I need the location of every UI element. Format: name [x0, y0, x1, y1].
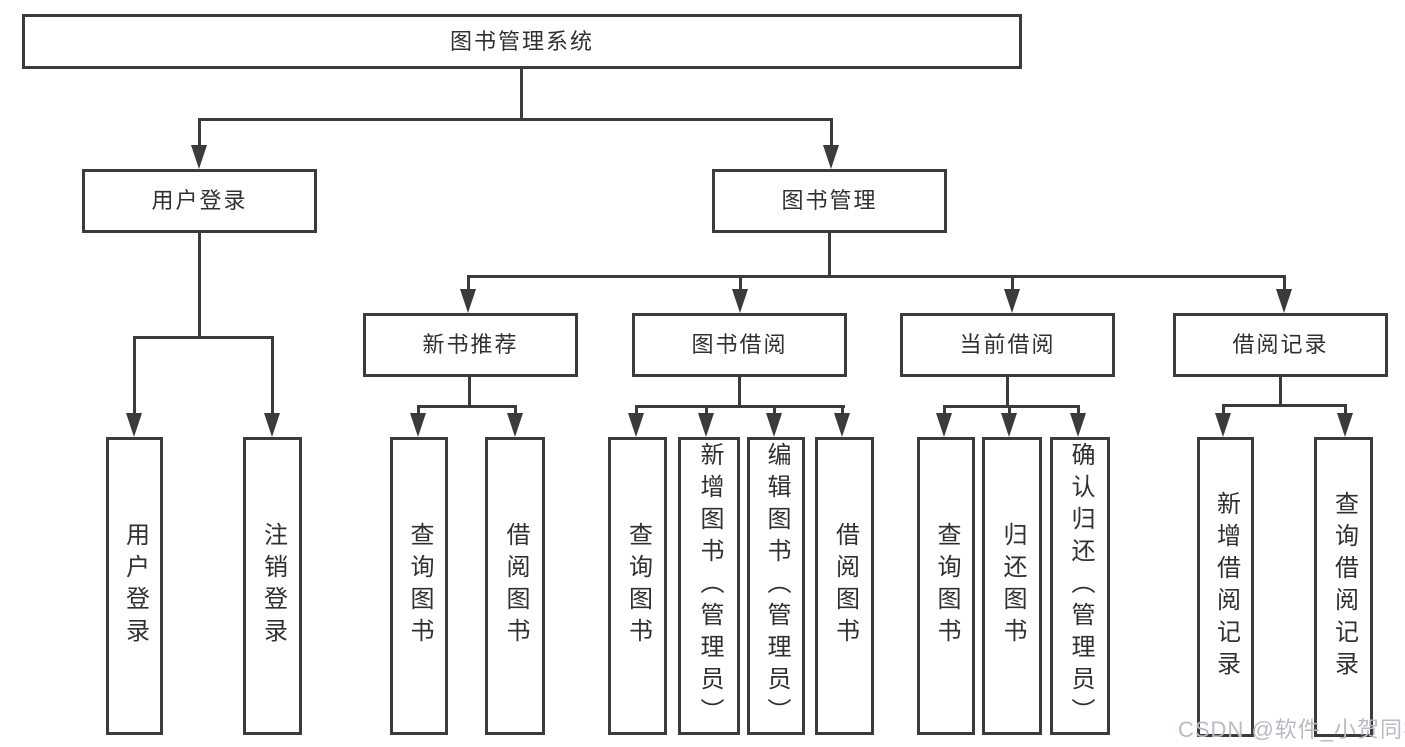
- arrowhead-down: [628, 413, 644, 437]
- connector-line: [635, 405, 638, 417]
- connector-line: [943, 405, 1080, 408]
- arrowhead-down: [732, 289, 748, 313]
- arrowhead-down: [936, 413, 952, 437]
- arrowhead-down: [410, 413, 426, 437]
- leaf-query-books-recommend: 查询图书: [390, 437, 448, 735]
- leaf-query-borrow-record: 查询借阅记录: [1314, 437, 1373, 737]
- leaf-borrow-books-recommend-label: 借阅图书: [502, 522, 529, 650]
- connector-line: [271, 336, 274, 416]
- node-book-borrowing-label: 图书借阅: [691, 332, 788, 357]
- leaf-query-borrow-record-label: 查询借阅记录: [1330, 491, 1358, 683]
- leaf-add-book-admin: 新增图书（管理员）: [678, 437, 740, 735]
- node-new-book-recommend-label: 新书推荐: [422, 332, 519, 357]
- arrowhead-down: [1004, 289, 1020, 313]
- leaf-confirm-return-admin-label: 确认归还（管理员）: [1067, 442, 1094, 730]
- arrowhead-down: [1215, 413, 1231, 437]
- arrowhead-down: [460, 289, 476, 313]
- arrowhead-down: [1337, 413, 1353, 437]
- leaf-query-books-borrowing-label: 查询图书: [624, 522, 652, 650]
- connector-line: [841, 405, 844, 417]
- connector-line: [1222, 404, 1225, 417]
- connector-line: [830, 118, 833, 147]
- leaf-edit-book-admin: 编辑图书（管理员）: [747, 437, 805, 735]
- node-book-management: 图书管理: [712, 169, 947, 233]
- connector-line: [739, 275, 742, 293]
- connector-line: [133, 336, 136, 416]
- node-root-label: 图书管理系统: [449, 28, 594, 54]
- node-new-book-recommend: 新书推荐: [363, 313, 578, 377]
- arrowhead-down: [834, 413, 850, 437]
- arrowhead-down: [823, 145, 839, 169]
- leaf-query-books-borrowing: 查询图书: [608, 437, 667, 735]
- node-user-login: 用户登录: [82, 169, 317, 233]
- arrowhead-down: [1276, 289, 1292, 313]
- leaf-query-books-current: 查询图书: [917, 437, 975, 735]
- leaf-borrow-books-borrowing: 借阅图书: [815, 437, 874, 735]
- arrowhead-down: [698, 413, 714, 437]
- arrowhead-down: [1070, 413, 1086, 437]
- connector-line: [635, 405, 845, 408]
- leaf-query-books-recommend-label: 查询图书: [406, 522, 433, 650]
- leaf-logout-label: 注销登录: [259, 522, 287, 650]
- arrowhead-down: [507, 413, 523, 437]
- connector-line: [467, 275, 1286, 278]
- connector-line: [417, 405, 517, 408]
- node-current-borrowing: 当前借阅: [900, 313, 1115, 377]
- node-book-management-label: 图书管理: [781, 188, 878, 213]
- connector-line: [514, 405, 517, 417]
- arrowhead-down: [191, 145, 207, 169]
- leaf-add-book-admin-label: 新增图书（管理员）: [696, 442, 723, 730]
- leaf-borrow-books-borrowing-label: 借阅图书: [831, 522, 859, 650]
- node-book-borrowing: 图书借阅: [632, 313, 847, 377]
- arrowhead-down: [126, 413, 142, 437]
- connector-line: [1011, 275, 1014, 293]
- leaf-return-book: 归还图书: [982, 437, 1042, 735]
- node-borrowing-records-label: 借阅记录: [1232, 332, 1329, 357]
- node-user-login-label: 用户登录: [151, 188, 248, 213]
- connector-line: [1283, 275, 1286, 293]
- connector-line: [1077, 405, 1080, 417]
- node-root: 图书管理系统: [22, 14, 1022, 69]
- connector-line: [943, 405, 946, 417]
- leaf-logout: 注销登录: [243, 437, 302, 735]
- connector-line: [705, 405, 708, 417]
- connector-line: [1008, 405, 1011, 417]
- watermark: CSDN @软件_小贺同学: [1178, 717, 1405, 742]
- connector-line: [198, 118, 201, 147]
- leaf-confirm-return-admin: 确认归还（管理员）: [1050, 437, 1110, 735]
- connector-line: [1006, 377, 1009, 408]
- connector-line: [468, 377, 471, 408]
- leaf-query-books-current-label: 查询图书: [933, 522, 960, 650]
- connector-line: [773, 405, 776, 417]
- arrowhead-down: [766, 413, 782, 437]
- leaf-user-login: 用户登录: [106, 437, 163, 735]
- leaf-add-borrow-record: 新增借阅记录: [1197, 437, 1254, 737]
- node-current-borrowing-label: 当前借阅: [959, 332, 1056, 357]
- connector-line: [198, 118, 832, 121]
- leaf-edit-book-admin-label: 编辑图书（管理员）: [763, 442, 790, 730]
- connector-line: [1279, 377, 1282, 407]
- leaf-add-borrow-record-label: 新增借阅记录: [1212, 491, 1240, 683]
- connector-line: [520, 69, 523, 120]
- node-borrowing-records: 借阅记录: [1173, 313, 1388, 377]
- connector-line: [198, 233, 201, 339]
- leaf-return-book-label: 归还图书: [999, 522, 1026, 650]
- arrowhead-down: [264, 413, 280, 437]
- connector-line: [133, 336, 274, 339]
- arrowhead-down: [1001, 413, 1017, 437]
- connector-line: [1344, 404, 1347, 417]
- connector-line: [738, 377, 741, 408]
- connector-line: [417, 405, 420, 417]
- leaf-borrow-books-recommend: 借阅图书: [485, 437, 545, 735]
- leaf-user-login-label: 用户登录: [121, 522, 149, 650]
- connector-line: [1222, 404, 1347, 407]
- connector-line: [467, 275, 470, 293]
- connector-line: [828, 233, 831, 278]
